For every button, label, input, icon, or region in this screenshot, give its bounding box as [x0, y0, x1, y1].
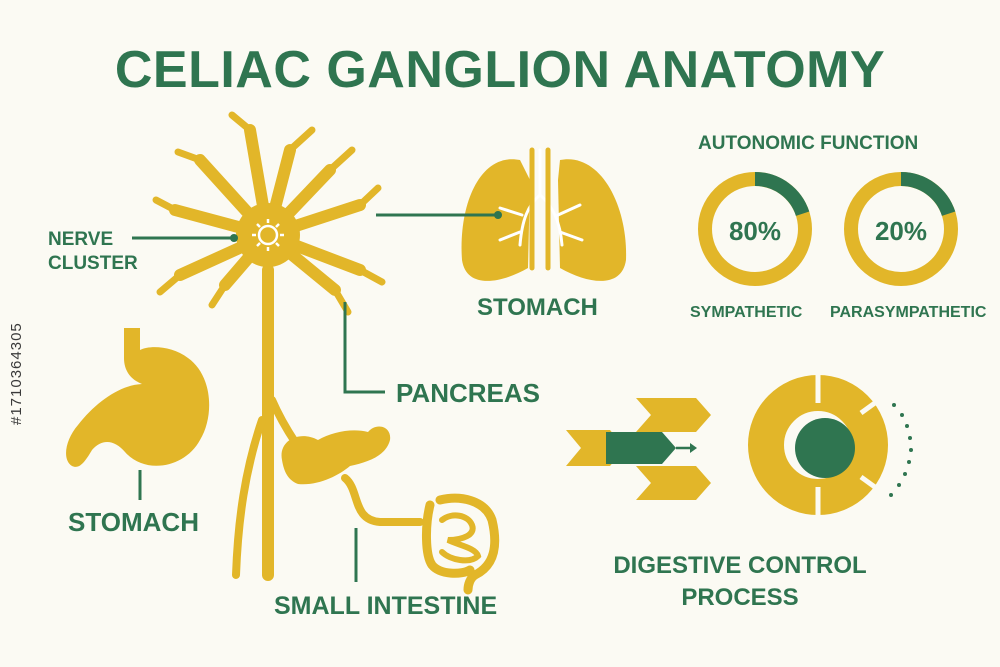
stomach-label: STOMACH: [68, 507, 199, 537]
lungs-label: STOMACH: [477, 294, 598, 321]
autonomic-heading: AUTONOMIC FUNCTION: [698, 133, 919, 154]
neuron-icon: [152, 111, 386, 581]
pancreas-duct: [341, 474, 424, 526]
nerve-cluster-label-line1: NERVE: [48, 229, 114, 250]
nucleus-icon: [252, 219, 284, 251]
pancreas-leader-line: [343, 302, 385, 394]
pancreas-icon: [281, 426, 391, 485]
lungs-icon: [461, 147, 627, 281]
parasympathetic-label: PARASYMPATHETIC: [830, 304, 987, 321]
nerve-cell-body: [236, 203, 300, 267]
page-title: CELIAC GANGLION ANATOMY: [114, 41, 886, 99]
pancreas-label: PANCREAS: [396, 378, 540, 408]
nerve-cluster-label: NERVE CLUSTER: [48, 228, 138, 276]
donut-value-parasympathetic: 20%: [874, 216, 928, 246]
digestive-control-line1: DIGESTIVE CONTROL: [613, 552, 867, 579]
digestive-control-label: DIGESTIVE CONTROL PROCESS: [590, 550, 890, 614]
control-cycle-icon: [748, 367, 913, 523]
sympathetic-label: SYMPATHETIC: [690, 304, 803, 321]
process-arrows-icon: [566, 398, 711, 500]
donut-arc-sympathetic: [698, 172, 812, 286]
autonomic-donut-charts: [698, 172, 958, 286]
digestive-control-line2: PROCESS: [681, 584, 799, 611]
stomach-icon: [66, 328, 210, 467]
nerve-cluster-leader-line: [132, 234, 238, 242]
stomach-leader-line-top: [376, 211, 502, 219]
small-intestine-icon: [422, 493, 500, 595]
nerve-cluster-label-line2: CLUSTER: [48, 253, 138, 274]
donut-arc-parasympathetic: [844, 172, 958, 286]
small-intestine-label: SMALL INTESTINE: [274, 592, 498, 620]
watermark-id: #1710364305: [8, 322, 25, 425]
donut-value-sympathetic: 80%: [728, 216, 782, 246]
